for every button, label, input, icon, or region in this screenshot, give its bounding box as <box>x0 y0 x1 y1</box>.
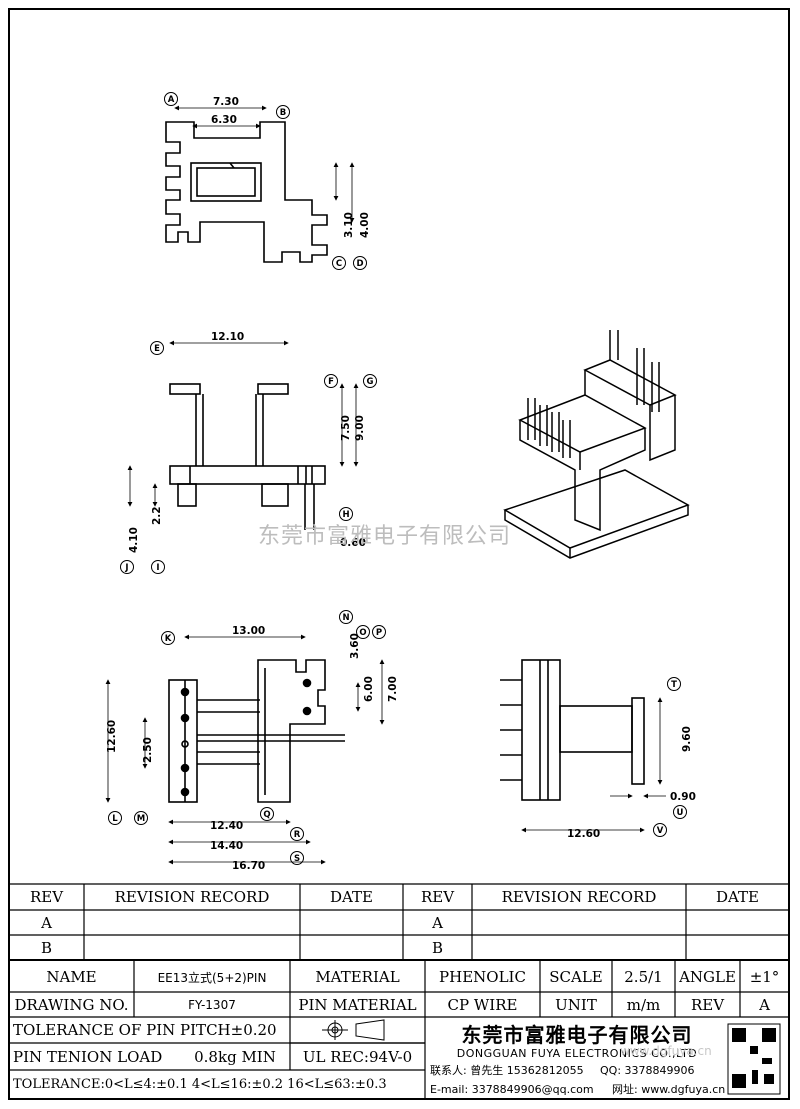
dim-12-40: 12.40 <box>210 820 243 832</box>
rev-value: A <box>759 995 770 1014</box>
ul-rec: UL REC:94V-0 <box>302 1047 413 1066</box>
projection-symbol <box>322 1019 385 1041</box>
dim-12-60-horizontal: 12.60 <box>567 828 600 840</box>
rev-b-left: B <box>40 938 53 957</box>
ref-label-j: J <box>124 563 128 573</box>
dim-0-60: 0.60 <box>340 537 366 549</box>
unit-value: m/m <box>626 995 661 1014</box>
sheet-border <box>8 8 790 1100</box>
isometric-view <box>503 330 690 559</box>
material-value: PHENOLIC <box>439 968 526 986</box>
dim-4-10: 4.10 <box>128 527 140 553</box>
qr-code <box>727 1023 781 1095</box>
dim-9-60: 9.60 <box>681 726 693 752</box>
title-block-grid <box>9 883 789 1099</box>
pin-tension-value: 0.8kg MIN <box>194 1047 276 1066</box>
dim-6-30: 6.30 <box>211 114 237 126</box>
rev-header-right: REV <box>420 888 455 906</box>
rev-header-left: REV <box>29 888 64 906</box>
company-name-cn: 东莞市富雅电子有限公司 <box>461 1022 693 1047</box>
scale-label: SCALE <box>549 968 603 986</box>
dim-2-50: 2.50 <box>142 737 154 763</box>
ref-label-n: N <box>342 613 349 623</box>
bottom-view <box>168 659 345 803</box>
watermark: 东莞市富雅电子有限公司 <box>258 524 512 549</box>
company-name-en: DONGGUAN FUYA ELECTRONICS CO.,LTD <box>456 1046 698 1060</box>
ref-label-u: U <box>677 808 684 818</box>
dim-9-00: 9.00 <box>354 415 366 441</box>
contact-qq: QQ: 3378849906 <box>600 1063 695 1077</box>
ref-label-q: Q <box>263 810 270 820</box>
angle-label: ANGLE <box>679 968 736 986</box>
tolerance-general: TOLERANCE:0<L≤4:±0.1 4<L≤16:±0.2 16<L≤63… <box>13 1077 387 1092</box>
pin-material-label: PIN MATERIAL <box>298 995 417 1014</box>
top-view <box>165 121 328 263</box>
drawing-no-label: DRAWING NO. <box>14 995 129 1014</box>
contact-website: 网址: www.dgfuya.cn <box>612 1083 726 1096</box>
front-view <box>169 383 326 530</box>
rev-b-right: B <box>431 938 444 957</box>
rev-a-left: A <box>41 913 52 932</box>
rev-a-right: A <box>432 913 443 932</box>
ref-label-a: A <box>168 95 175 105</box>
revision-record-header-left: REVISION RECORD <box>114 888 270 906</box>
rev-label: REV <box>690 995 725 1014</box>
tolerance-pin-pitch: TOLERANCE OF PIN PITCH±0.20 <box>13 1021 277 1039</box>
dim-16-70: 16.70 <box>232 860 265 872</box>
dim-3-60: 3.60 <box>349 633 361 659</box>
contact-person: 联系人: 曾先生 15362812055 <box>430 1064 584 1077</box>
dim-7-00: 7.00 <box>387 676 399 702</box>
ref-label-c: C <box>336 259 342 269</box>
revision-record-header-right: REVISION RECORD <box>501 888 657 906</box>
ref-label-h: H <box>342 510 349 520</box>
material-label: MATERIAL <box>315 968 400 986</box>
ref-label-g: G <box>367 377 374 387</box>
ref-label-p: P <box>376 628 382 638</box>
ref-label-m: M <box>137 814 145 824</box>
dim-4-00: 4.00 <box>359 212 371 238</box>
watermark-small: www.dgfuya.cn <box>620 1044 712 1058</box>
date-header-right: DATE <box>716 888 759 906</box>
pin-material-value: CP WIRE <box>447 995 518 1014</box>
unit-label: UNIT <box>555 995 597 1014</box>
name-label: NAME <box>46 968 97 986</box>
scale-value: 2.5/1 <box>624 968 663 986</box>
ref-label-l: L <box>112 814 118 824</box>
dim-13-00: 13.00 <box>232 625 265 637</box>
pin-tension-label: PIN TENION LOAD <box>13 1047 163 1066</box>
name-value: EE13立式(5+2)PIN <box>157 970 267 985</box>
dim-7-30: 7.30 <box>213 96 239 108</box>
dim-6-00: 6.00 <box>363 676 375 702</box>
side-view <box>500 659 645 801</box>
dim-2-2: 2.2 <box>151 506 163 525</box>
dim-3-10: 3.10 <box>343 212 355 238</box>
ref-label-e: E <box>154 344 160 354</box>
date-header-left: DATE <box>330 888 373 906</box>
ref-label-o: O <box>359 628 366 638</box>
dim-12-10: 12.10 <box>211 331 244 343</box>
ref-label-i: I <box>156 563 159 573</box>
ref-label-r: R <box>294 830 301 840</box>
ref-label-f: F <box>328 377 334 387</box>
dim-7-50: 7.50 <box>340 415 352 441</box>
ref-label-t: T <box>671 680 677 690</box>
dim-12-60-vertical: 12.60 <box>106 720 118 753</box>
contact-email: E-mail: 3378849906@qq.com <box>430 1082 594 1096</box>
angle-value: ±1° <box>749 968 780 986</box>
drawing-no-value: FY-1307 <box>188 997 236 1012</box>
dim-14-40: 14.40 <box>210 840 243 852</box>
ref-label-d: D <box>356 259 363 269</box>
ref-label-b: B <box>280 108 286 118</box>
dim-0-90: 0.90 <box>670 791 696 803</box>
ref-label-s: S <box>294 854 300 864</box>
ref-label-k: K <box>165 634 172 644</box>
ref-label-v: V <box>657 826 664 836</box>
